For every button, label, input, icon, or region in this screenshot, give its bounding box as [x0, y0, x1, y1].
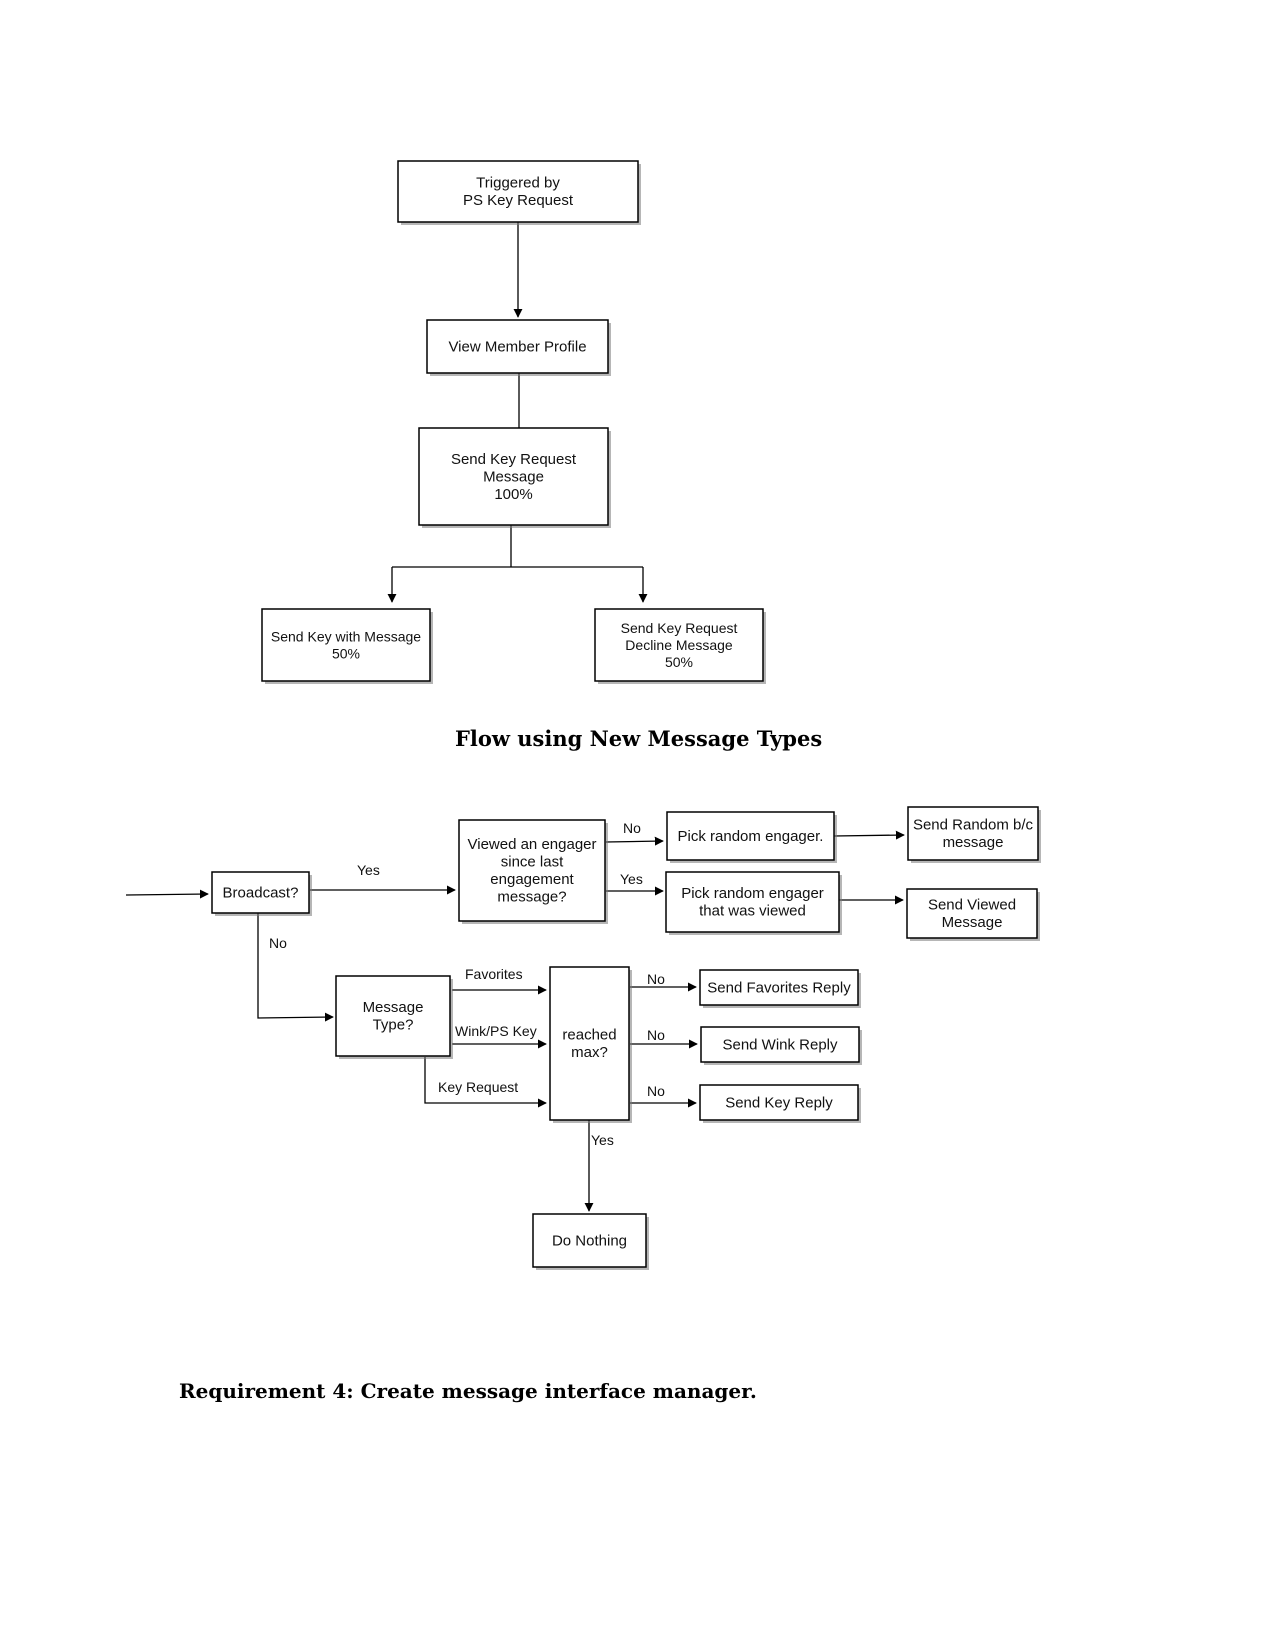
box-frame — [458, 819, 606, 922]
box-frame — [532, 1213, 647, 1268]
node-text-line: Triggered by — [476, 175, 560, 192]
node-text-line: Send Key with Message — [271, 628, 421, 644]
node-text-line: message — [943, 834, 1004, 851]
edge-pick-random-to-send-random — [833, 830, 905, 840]
node-text-line: Do Nothing — [552, 1232, 627, 1249]
label-favorites: Favorites — [465, 966, 523, 982]
label-favorites-no: No — [647, 971, 665, 987]
node-text-line: 50% — [332, 645, 360, 661]
node-text-line: reached — [562, 1027, 616, 1044]
new-message-types-flow: Yes No No Yes Favorites Wink/PS Key Key … — [125, 806, 1041, 1270]
node-text-line: Pick random engager — [681, 885, 824, 902]
node-broadcast: Broadcast? — [211, 871, 312, 916]
node-text-line: View Member Profile — [448, 338, 586, 355]
edge-entry-to-broadcast — [125, 889, 209, 899]
node-do-nothing: Do Nothing — [532, 1213, 649, 1270]
node-text-line: that was viewed — [699, 903, 806, 920]
box-frame — [426, 319, 609, 374]
label-max-yes: Yes — [591, 1132, 614, 1148]
box-frame — [699, 1084, 859, 1121]
box-frame — [700, 1026, 860, 1063]
node-send-key-reply: Send Key Reply — [699, 1084, 861, 1123]
node-send-wink-reply: Send Wink Reply — [700, 1026, 862, 1065]
node-text-line: PS Key Request — [463, 192, 574, 209]
node-text-line: Send Favorites Reply — [707, 979, 851, 996]
box-frame — [594, 608, 764, 682]
requirement-heading: Requirement 4: Create message interface … — [179, 1379, 757, 1403]
node-text-line: Send Key Request — [621, 620, 738, 636]
node-text-line: 100% — [494, 486, 532, 503]
label-viewed-yes: Yes — [620, 871, 643, 887]
edge-broadcast-no — [257, 913, 334, 1022]
box-frame — [397, 160, 639, 223]
node-text-line: since last — [501, 854, 564, 871]
box-frame — [666, 811, 835, 861]
node-text-line: Send Viewed — [928, 897, 1016, 914]
node-send-favorites-reply: Send Favorites Reply — [699, 969, 861, 1008]
box-frame — [665, 871, 840, 933]
node-text-line: max? — [571, 1044, 608, 1061]
node-text-line: Message — [363, 999, 424, 1016]
label-key-no: No — [647, 1083, 665, 1099]
box-frame — [906, 888, 1038, 939]
label-broadcast-no: No — [269, 935, 287, 951]
node-text-line: Send Key Reply — [725, 1094, 833, 1111]
label-broadcast-yes: Yes — [357, 862, 380, 878]
node-text-line: Send Random b/c — [913, 817, 1034, 834]
node-pick-random-engager: Pick random engager. — [666, 811, 837, 863]
label-viewed-no: No — [623, 820, 641, 836]
node-text-line: Type? — [373, 1017, 414, 1034]
node-text-line: engagement — [490, 871, 574, 888]
node-text-line: Send Wink Reply — [722, 1036, 838, 1053]
node-text-line: Broadcast? — [223, 884, 299, 901]
box-frame — [699, 969, 859, 1006]
node-text-line: Message — [942, 914, 1003, 931]
label-wink-ps-key: Wink/PS Key — [455, 1023, 537, 1039]
node-text-line: Pick random engager. — [678, 828, 824, 845]
node-view-member-profile: View Member Profile — [426, 319, 611, 376]
box-frame — [907, 806, 1039, 861]
box-frame — [335, 975, 451, 1057]
node-text-line: 50% — [665, 654, 693, 670]
node-text-line: Send Key Request — [451, 451, 577, 468]
node-text-line: Message — [483, 468, 544, 485]
label-wink-no: No — [647, 1027, 665, 1043]
edge-key-request — [424, 1057, 547, 1108]
box-frame — [549, 966, 630, 1121]
node-text-line: Viewed an engager — [468, 836, 597, 853]
edge-viewed-no — [605, 836, 664, 846]
node-text-line: Decline Message — [625, 637, 733, 653]
box-frame — [211, 871, 310, 914]
node-text-line: message? — [497, 889, 566, 906]
box-frame — [261, 608, 431, 682]
box-frame — [418, 427, 609, 526]
section-title: Flow using New Message Types — [455, 726, 823, 751]
label-key-request: Key Request — [438, 1079, 518, 1095]
